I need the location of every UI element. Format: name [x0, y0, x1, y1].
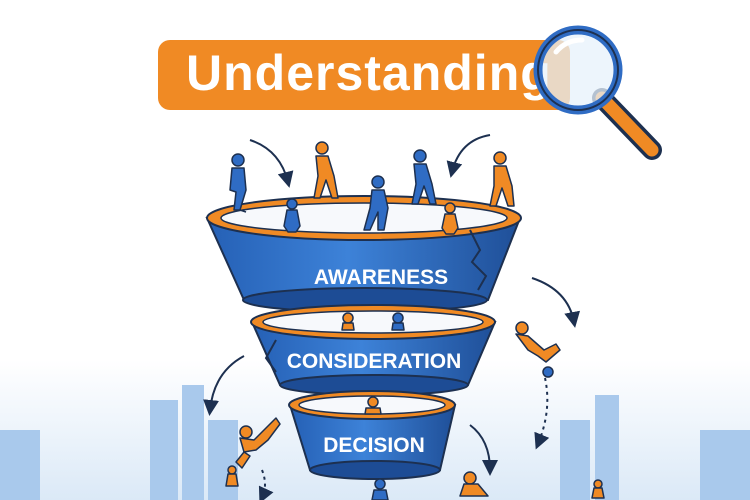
arrow-icon — [203, 355, 245, 416]
title-banner — [158, 40, 570, 110]
person-icon — [283, 198, 301, 233]
funnel-tier-consideration — [250, 304, 497, 396]
page-title: Understanding — [186, 45, 552, 101]
person-icon — [363, 175, 389, 231]
arrow-icon — [249, 139, 294, 188]
stage-label-awareness: AWARENESS — [313, 266, 449, 289]
arrow-icon — [446, 134, 491, 178]
arrow-icon — [469, 424, 498, 476]
person-icon — [591, 479, 605, 499]
person-icon — [235, 417, 281, 469]
arrow-icon — [531, 277, 581, 328]
person-icon — [313, 141, 339, 199]
person-icon — [371, 478, 389, 500]
skyline-left — [0, 385, 238, 500]
person-icon — [411, 149, 437, 205]
stage-label-decision: DECISION — [323, 434, 425, 457]
person-icon — [341, 312, 355, 331]
person-icon — [364, 396, 382, 415]
arrow-icon — [258, 469, 274, 500]
stage-label-consideration: CONSIDERATION — [286, 350, 462, 373]
person-icon — [441, 202, 459, 235]
person-icon — [515, 321, 561, 363]
person-icon — [459, 471, 489, 497]
person-icon — [225, 465, 239, 487]
person-icon — [391, 312, 405, 331]
person-icon — [542, 366, 554, 378]
person-icon — [229, 153, 247, 213]
arrow-icon — [534, 377, 550, 450]
person-icon — [489, 151, 515, 207]
